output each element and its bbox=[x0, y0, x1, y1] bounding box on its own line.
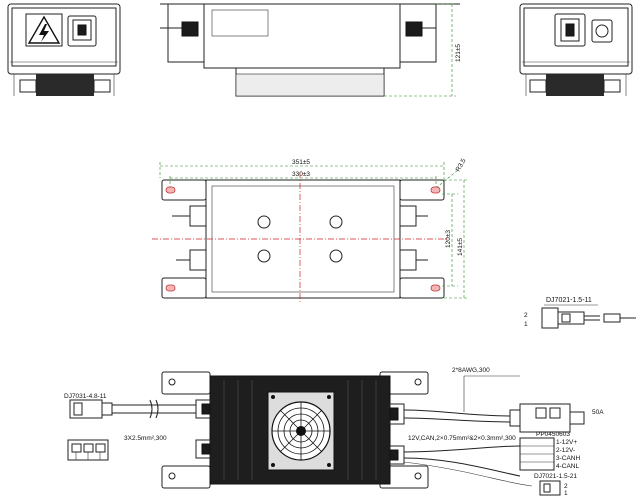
height-dimension: 121±5 bbox=[455, 44, 462, 62]
dj7021-bottom-label: DJ7021-1.5-21 bbox=[534, 473, 577, 480]
width-holes-dimension: 120±3 bbox=[445, 230, 452, 248]
dj7031-plug: DJ7031-4.8-11 bbox=[64, 393, 113, 461]
dc-socket-icon bbox=[554, 13, 586, 47]
pinout-4: 4-CANL bbox=[556, 463, 580, 470]
signal-socket-icon bbox=[591, 19, 613, 43]
heatsink-fins bbox=[19, 74, 111, 96]
high-voltage-warning-icon bbox=[25, 13, 63, 47]
hole-radius-dimension: R3.5 bbox=[455, 157, 468, 173]
current-rating-label: 50A bbox=[592, 409, 604, 416]
fan-icon bbox=[267, 391, 335, 471]
pinout-1: 1-12V+ bbox=[556, 439, 577, 446]
dj7031-label: DJ7031-4.8-11 bbox=[64, 393, 107, 400]
side-view: 121±5 bbox=[160, 3, 462, 97]
end-view-right bbox=[519, 3, 633, 96]
length-holes-dimension: 330±3 bbox=[292, 171, 310, 178]
ac-socket-icon bbox=[67, 15, 97, 47]
assembly-view: 3X2.5mm²,300 DJ7031-4.8-11 2*8AWG,300 bbox=[64, 367, 604, 497]
dj7021-connector-detail: DJ7021-1.5-11 2 1 bbox=[524, 297, 636, 329]
pp-part-label: PP0450603 bbox=[536, 431, 570, 438]
pinout-2: 2-12V- bbox=[556, 447, 575, 454]
plan-view: 351±5 330±3 R3.5 bbox=[152, 157, 468, 304]
dj7021-bottom-pin-1: 1 bbox=[564, 490, 568, 497]
dj7021-label: DJ7021-1.5-11 bbox=[546, 297, 592, 304]
signal-cable-label: 12V,CAN,2×0.75mm²&2×0.3mm²,300 bbox=[408, 435, 516, 442]
dj7021-bottom-pin-2: 2 bbox=[564, 483, 568, 490]
dj7021-pin-1: 1 bbox=[524, 321, 528, 328]
end-view-left bbox=[7, 3, 121, 96]
ac-cable-label: 3X2.5mm²,300 bbox=[124, 435, 167, 442]
awg-cable-label: 2*8AWG,300 bbox=[452, 367, 490, 374]
dj7021-pin-2: 2 bbox=[524, 312, 528, 319]
length-outer-dimension: 351±5 bbox=[292, 159, 310, 166]
pinout-3: 3-CANH bbox=[556, 455, 581, 462]
width-outer-dimension: 141±5 bbox=[457, 238, 464, 256]
